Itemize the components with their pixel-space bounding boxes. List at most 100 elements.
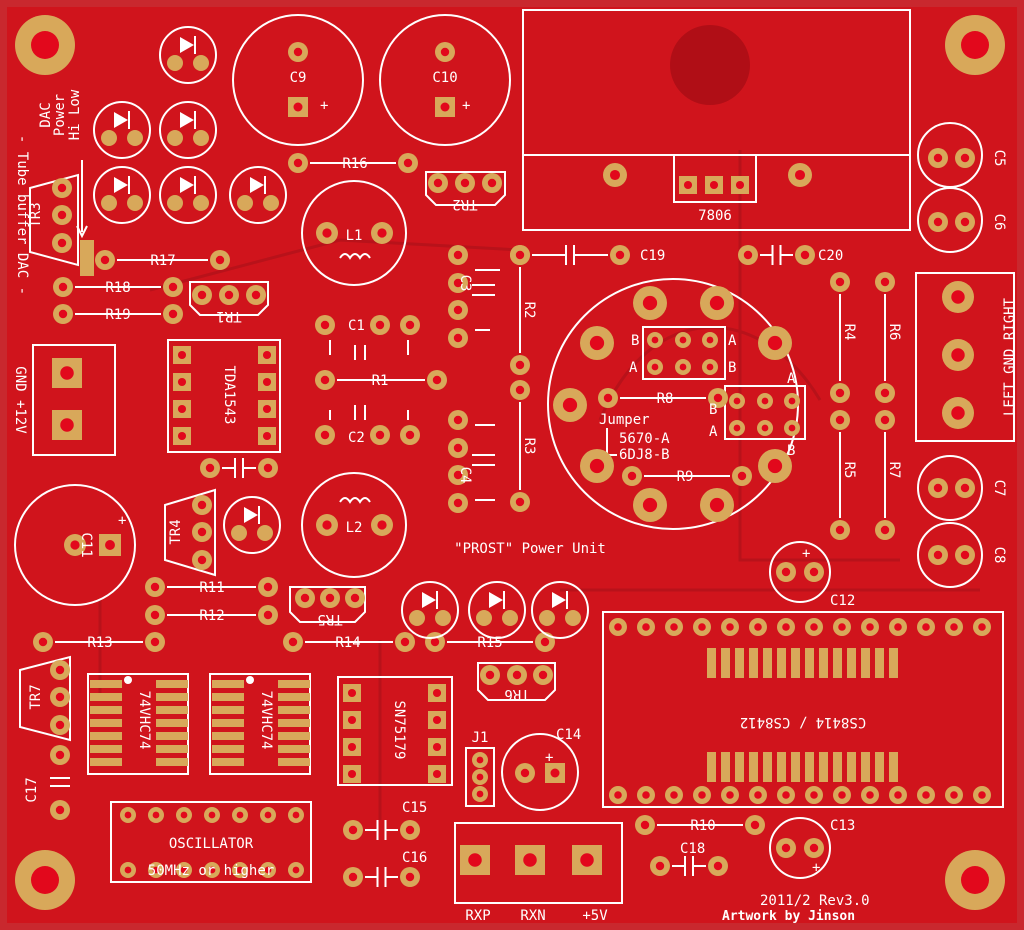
pad bbox=[295, 588, 315, 608]
smd-pad bbox=[156, 680, 188, 688]
pad bbox=[50, 687, 70, 707]
pad bbox=[176, 807, 192, 823]
label-dac2: Hi Low bbox=[67, 89, 83, 140]
label-tr2: TR2 bbox=[452, 196, 477, 212]
mounting-hole bbox=[945, 850, 1005, 910]
smd-pad bbox=[156, 745, 188, 753]
square-pad bbox=[288, 97, 308, 117]
label-r9: R9 bbox=[677, 469, 694, 485]
square-pad bbox=[435, 97, 455, 117]
pad bbox=[942, 339, 974, 371]
pad bbox=[448, 300, 468, 320]
pad bbox=[33, 632, 53, 652]
pad bbox=[633, 488, 667, 522]
led bbox=[159, 26, 217, 84]
smd-pad bbox=[791, 648, 800, 678]
pad bbox=[515, 763, 535, 783]
pad bbox=[955, 545, 975, 565]
pad bbox=[288, 807, 304, 823]
smd-pad bbox=[90, 758, 122, 766]
pad bbox=[942, 397, 974, 429]
pad bbox=[288, 862, 304, 878]
smd-pad bbox=[735, 752, 744, 782]
label-c7: C7 bbox=[991, 480, 1007, 497]
smd-pad bbox=[156, 706, 188, 714]
pad bbox=[875, 410, 895, 430]
label-r1: R1 bbox=[372, 373, 389, 389]
square-pad bbox=[679, 176, 697, 194]
smd-pad bbox=[721, 648, 730, 678]
label-tda1543: TDA1543 bbox=[221, 365, 237, 424]
pad bbox=[370, 425, 390, 445]
pad bbox=[52, 178, 72, 198]
label-power-in: GND +12V bbox=[12, 366, 28, 434]
smd-pad bbox=[278, 758, 310, 766]
smd-pad bbox=[861, 752, 870, 782]
label-plus: + bbox=[118, 513, 126, 529]
pad bbox=[510, 355, 530, 375]
pad bbox=[510, 492, 530, 512]
pad bbox=[700, 286, 734, 320]
label-jumper: Jumper bbox=[599, 412, 650, 428]
led bbox=[229, 166, 287, 224]
pad bbox=[395, 632, 415, 652]
smd-pad bbox=[278, 732, 310, 740]
pad bbox=[50, 800, 70, 820]
pad bbox=[647, 359, 663, 375]
tda1543-pin bbox=[173, 346, 191, 364]
label-tr1: TR1 bbox=[216, 308, 241, 324]
pad bbox=[804, 838, 824, 858]
pad bbox=[232, 862, 248, 878]
smd-pads bbox=[90, 648, 898, 782]
label-r15: R15 bbox=[477, 635, 502, 651]
pad bbox=[472, 752, 488, 768]
pad bbox=[448, 465, 468, 485]
smd-pad bbox=[749, 648, 758, 678]
pad bbox=[427, 370, 447, 390]
smd-pad bbox=[156, 758, 188, 766]
label-c1: C1 bbox=[348, 318, 365, 334]
l1-coil-symbol bbox=[339, 253, 371, 260]
pad bbox=[145, 577, 165, 597]
led bbox=[531, 581, 589, 639]
component-leads bbox=[50, 160, 886, 887]
sn75179-pin bbox=[428, 684, 446, 702]
pad bbox=[942, 281, 974, 313]
smd-pad bbox=[763, 752, 772, 782]
pad bbox=[288, 42, 308, 62]
smd-pad bbox=[861, 648, 870, 678]
label-c13: C13 bbox=[830, 818, 855, 834]
pad bbox=[192, 495, 212, 515]
pad bbox=[163, 277, 183, 297]
pad bbox=[603, 163, 627, 187]
smd-pad bbox=[156, 693, 188, 701]
smd-pad bbox=[90, 732, 122, 740]
label-c3: C3 bbox=[457, 275, 473, 292]
smd-pad bbox=[749, 752, 758, 782]
led bbox=[401, 581, 459, 639]
pad bbox=[533, 665, 553, 685]
label-r19: R19 bbox=[105, 307, 130, 323]
pad bbox=[283, 632, 303, 652]
label-a1: A bbox=[629, 360, 638, 376]
pad bbox=[758, 326, 792, 360]
label-r8: R8 bbox=[657, 391, 674, 407]
smd-pad bbox=[212, 745, 244, 753]
smd-pad bbox=[735, 648, 744, 678]
smd-pad bbox=[212, 680, 244, 688]
label-r17: R17 bbox=[150, 253, 175, 269]
pad bbox=[609, 786, 627, 804]
label-a4: A bbox=[709, 424, 718, 440]
label-tr5: TR5 bbox=[317, 611, 342, 627]
label-c20: C20 bbox=[818, 248, 843, 264]
pad bbox=[95, 250, 115, 270]
pad bbox=[192, 285, 212, 305]
label-a2: A bbox=[728, 333, 737, 349]
label-sn75179: SN75179 bbox=[391, 700, 407, 759]
pad bbox=[955, 212, 975, 232]
square-pad bbox=[52, 410, 82, 440]
pad bbox=[288, 153, 308, 173]
pad bbox=[610, 245, 630, 265]
pad bbox=[482, 173, 502, 193]
smd-pad bbox=[212, 706, 244, 714]
